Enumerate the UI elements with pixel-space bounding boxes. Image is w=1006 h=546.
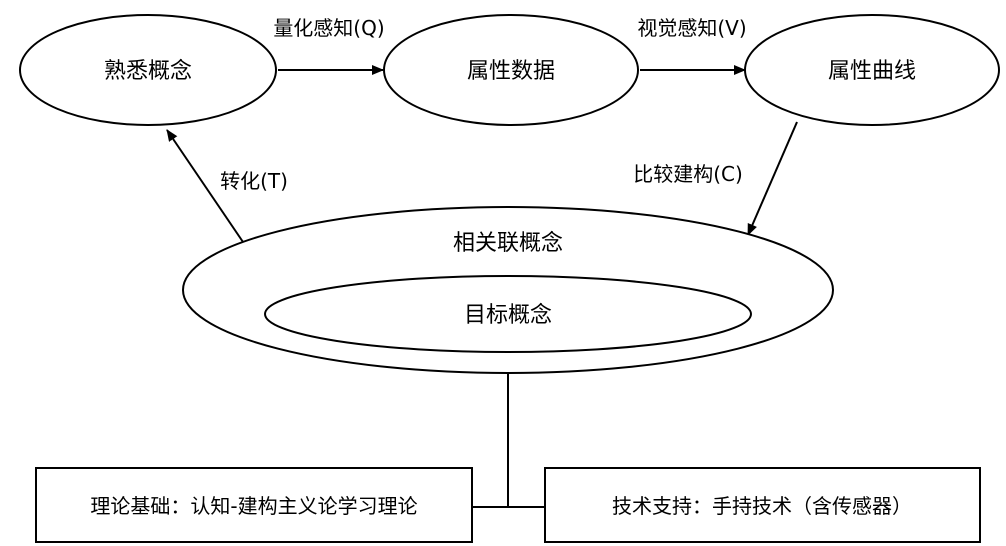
node-target-concept-label: 目标概念 (464, 303, 552, 328)
edge-label-quantitative-perception: 量化感知(Q) (273, 16, 384, 40)
edge-label-transformation: 转化(T) (220, 169, 288, 193)
box-tech-support: 技术支持：手持技术（含传感器） (544, 467, 981, 543)
edge-related-to-familiar (166, 129, 244, 243)
box-theory-basis-label: 理论基础：认知-建构主义论学习理论 (90, 494, 417, 518)
node-attribute-data: 属性数据 (383, 14, 639, 126)
edge-curve-to-related (747, 121, 798, 236)
node-familiar-concept-label: 熟悉概念 (104, 59, 192, 84)
node-target-concept: 目标概念 (264, 275, 752, 353)
node-attribute-curve: 属性曲线 (744, 14, 1000, 126)
node-related-concept-label: 相关联概念 (453, 231, 563, 256)
box-theory-basis: 理论基础：认知-建构主义论学习理论 (35, 467, 473, 543)
node-attribute-data-label: 属性数据 (467, 59, 555, 84)
node-familiar-concept: 熟悉概念 (19, 14, 277, 126)
node-attribute-curve-label: 属性曲线 (828, 59, 916, 84)
edge-label-comparative-construction: 比较建构(C) (633, 162, 743, 186)
edge-label-visual-perception: 视觉感知(V) (637, 16, 746, 40)
box-tech-support-label: 技术支持：手持技术（含传感器） (612, 494, 912, 518)
